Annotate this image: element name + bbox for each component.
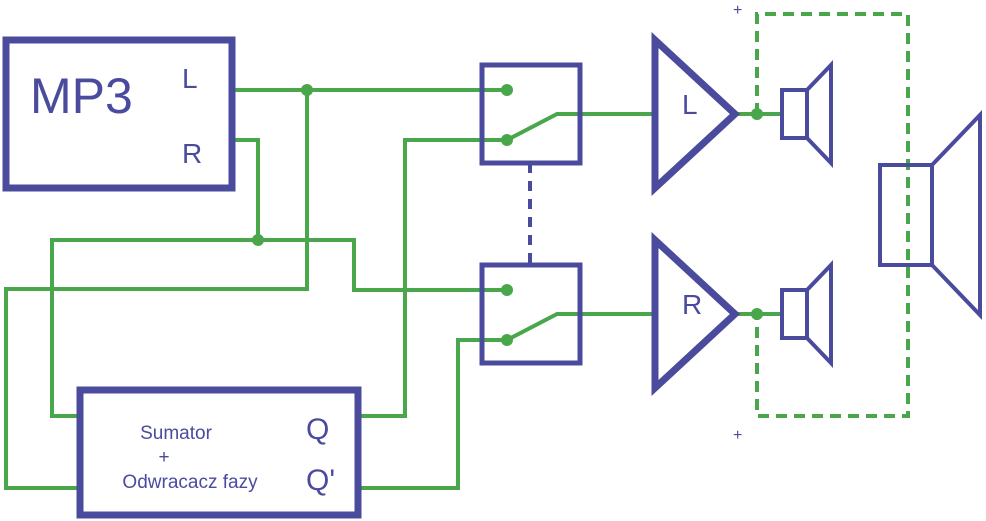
speaker-large-cone <box>930 110 982 320</box>
out-q-label: Q <box>306 413 329 446</box>
blocks <box>2 31 982 519</box>
switch-bottom-box <box>479 262 583 366</box>
contact-bottom-upper <box>501 284 513 296</box>
junctions <box>252 84 763 346</box>
plus-top: + <box>733 2 742 19</box>
amp-left-label: L <box>682 89 698 120</box>
labels: MP3 L R L R Sumator + Odwracacz fazy Q Q… <box>30 2 742 497</box>
speaker-left-cone <box>805 60 833 168</box>
speaker-left-magnet <box>780 88 809 140</box>
contact-top-upper <box>501 84 513 96</box>
mp3-right-label: R <box>182 138 202 169</box>
amp-right-label: R <box>682 289 702 320</box>
junction-speaker-left <box>751 108 763 120</box>
out-q-prime-label: Q' <box>306 464 335 497</box>
switch-bottom-lever <box>506 312 580 342</box>
summer-label-2: + <box>158 447 169 468</box>
plus-bottom: + <box>733 427 742 444</box>
contact-bottom-lower <box>501 334 513 346</box>
summer-label-1: Sumator <box>140 423 212 444</box>
junction-left <box>301 84 313 96</box>
speaker-right-cone <box>805 260 833 368</box>
mp3-title: MP3 <box>30 68 133 124</box>
amplifier-right <box>651 231 741 397</box>
speaker-right-magnet <box>780 288 809 340</box>
wire-left-to-summer <box>4 90 309 490</box>
contact-top-lower <box>501 134 513 146</box>
wire-bridge-dashed <box>755 12 910 418</box>
summer-inverter-box <box>76 386 362 519</box>
amplifier-left <box>651 31 741 197</box>
wiring <box>4 12 910 490</box>
junction-speaker-right <box>751 308 763 320</box>
junction-right <box>252 234 264 246</box>
mp3-left-label: L <box>182 63 198 94</box>
summer-label-3: Odwracacz fazy <box>122 472 258 493</box>
mp3-player-box <box>2 36 236 192</box>
wire-q-output <box>358 138 507 418</box>
switch-top-lever <box>506 112 580 142</box>
switch-top-box <box>479 62 583 166</box>
wire-right-to-summer <box>50 238 258 418</box>
wire-mp3-right <box>232 138 507 292</box>
